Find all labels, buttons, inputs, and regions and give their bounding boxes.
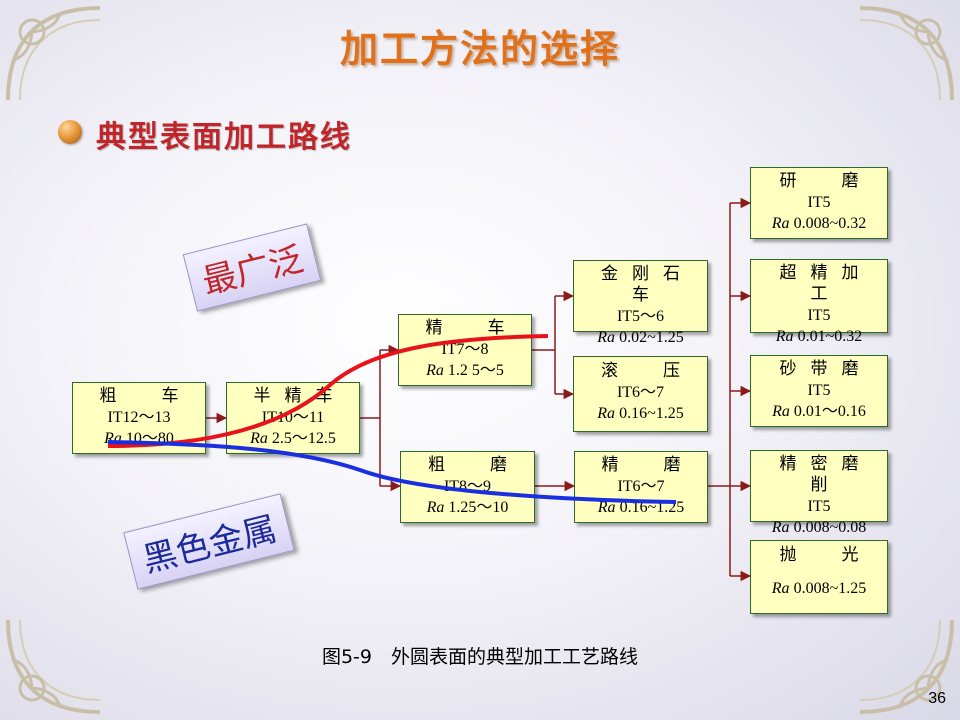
corner-ornament-top-left xyxy=(6,6,101,101)
node-it: IT5 xyxy=(807,194,831,211)
corner-ornament-top-right xyxy=(859,6,954,101)
node-it: IT7～8 xyxy=(441,341,489,358)
node-it: IT5 xyxy=(807,382,831,399)
node-ra: Ra 2.5～12.5 xyxy=(250,430,336,447)
node-name: 精 车 xyxy=(425,318,519,338)
slide-title: 加工方法的选择 xyxy=(339,27,620,71)
corner-ornament-bottom-right xyxy=(859,619,954,714)
route-most-common-red xyxy=(107,334,549,448)
node-it: IT12～13 xyxy=(107,409,171,426)
node-ra: Ra 0.008~0.32 xyxy=(771,215,867,232)
node-fine-turn: 精 车 IT7～8 Ra 1.2 5～5 xyxy=(398,314,532,386)
node-it: IT5 xyxy=(807,307,831,324)
node-lapping: 研 磨 IT5 Ra 0.008~0.32 xyxy=(750,167,888,239)
node-rolling: 滚 压 IT6～7 Ra 0.16~1.25 xyxy=(573,356,708,432)
node-name: 抛 光 xyxy=(779,545,873,565)
bullet-icon xyxy=(58,120,82,144)
node-ra: Ra 1.2 5～5 xyxy=(426,362,504,379)
node-diamond-turn: 金刚石车 IT5～6 Ra 0.02~1.25 xyxy=(573,260,708,346)
node-it: IT10～11 xyxy=(261,409,325,426)
corner-ornament-bottom-left xyxy=(6,619,101,714)
node-ra: Ra 1.25～10 xyxy=(426,499,509,516)
node-name: 滚 压 xyxy=(601,361,694,381)
node-name: 粗 磨 xyxy=(428,455,521,475)
node-it: IT6～7 xyxy=(616,384,665,401)
node-name: 精 磨 xyxy=(601,455,695,475)
node-name: 超精加工 xyxy=(779,263,873,304)
node-name: 砂带磨 xyxy=(779,359,873,379)
figure-caption: 图5-9 外圆表面的典型加工工艺路线 xyxy=(321,646,639,668)
node-ra: Ra 0.16~1.25 xyxy=(597,405,684,422)
route-ferrous-blue xyxy=(107,440,677,504)
node-it: IT6～7 xyxy=(617,478,665,495)
node-it: IT5～6 xyxy=(616,308,665,325)
page-number: 36 xyxy=(928,690,946,707)
node-name: 研 磨 xyxy=(779,171,873,191)
node-superfinish: 超精加工 IT5 Ra 0.01~0.32 xyxy=(750,259,888,345)
node-fine-grind: 精 磨 IT6～7 Ra 0.16~1.25 xyxy=(574,451,708,523)
node-polish: 抛 光 Ra 0.008~1.25 xyxy=(750,540,888,614)
node-ra: Ra 0.008~0.08 xyxy=(771,519,867,536)
node-name: 粗 车 xyxy=(99,386,193,406)
node-name: 金刚石车 xyxy=(601,264,694,305)
node-ra: Ra 0.01~0.32 xyxy=(775,328,863,345)
node-ra: Ra 0.02~1.25 xyxy=(597,329,684,346)
node-ra: Ra 0.01～0.16 xyxy=(772,403,866,420)
slide-subtitle: 典型表面加工路线 xyxy=(96,120,352,155)
node-it: IT5 xyxy=(807,498,831,515)
node-belt-grind: 砂带磨 IT5 Ra 0.01～0.16 xyxy=(750,355,888,427)
node-precision-grind: 精密磨削 IT5 Ra 0.008~0.08 xyxy=(750,450,888,536)
node-name: 精密磨削 xyxy=(779,454,873,495)
node-ra: Ra 0.008~1.25 xyxy=(771,580,867,597)
